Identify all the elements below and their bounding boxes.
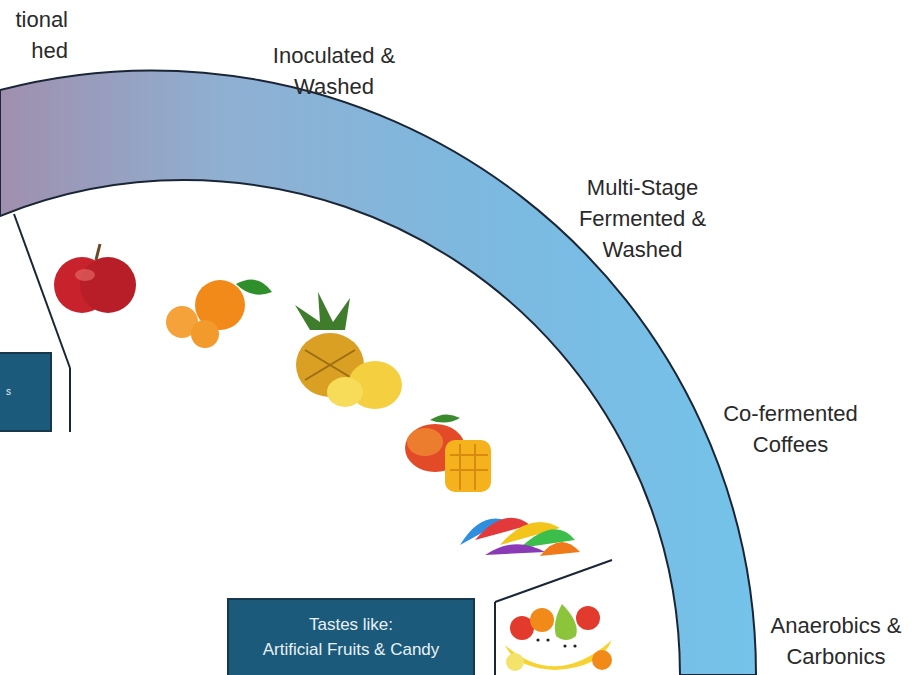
stage-label: Anaerobics & Carbonics <box>757 610 915 672</box>
stage-label: Inoculated & Washed <box>254 40 414 102</box>
candy-icon <box>460 518 580 556</box>
stage-label: Co-fermented Coffees <box>703 398 878 460</box>
pineapple-icon <box>295 292 402 409</box>
box-text: Tastes like: <box>309 613 393 638</box>
bracket-line <box>494 602 496 675</box>
mandarin-icon <box>166 280 272 349</box>
stage-label: Multi-Stage Fermented & Washed <box>560 172 725 266</box>
process-band <box>0 71 756 675</box>
box-text: s <box>6 385 11 400</box>
cartoon-fruit-icon <box>505 604 612 671</box>
bracket-line <box>495 560 612 602</box>
flavor-box: Tastes like:Artificial Fruits & Candy <box>227 598 475 675</box>
stage-label: tional hed <box>0 4 68 66</box>
mango-icon <box>405 414 491 492</box>
apple-icon <box>54 244 136 313</box>
bracket-line <box>69 368 71 432</box>
box-text: Artificial Fruits & Candy <box>263 638 440 663</box>
flavor-box: s <box>0 352 52 432</box>
